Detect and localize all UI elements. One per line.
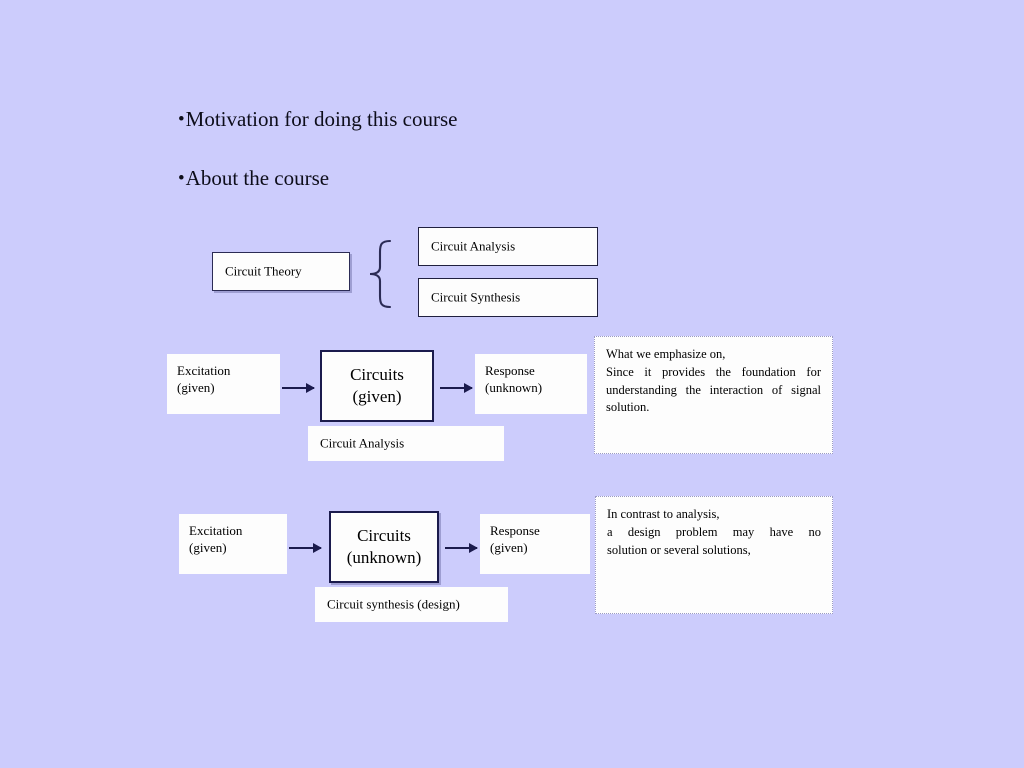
analysis-response-label: Response (unknown) <box>485 363 542 396</box>
circuit-theory-box: Circuit Theory <box>212 252 350 291</box>
analysis-circuits-box: Circuits (given) <box>320 350 434 422</box>
synthesis-note-line-3: solution or several solutions, <box>607 542 751 557</box>
circuit-theory-label: Circuit Theory <box>225 263 302 279</box>
synthesis-response-line2: (given) <box>490 539 528 555</box>
analysis-excitation-line1: Excitation <box>177 363 231 378</box>
bullet-label-motivation: Motivation for doing this course <box>185 107 458 131</box>
analysis-note-box: What we emphasize on, Since it provides … <box>594 336 833 454</box>
analysis-response-line2: (unknown) <box>485 379 543 395</box>
synthesis-note-line-2: a design problem may have no <box>607 524 821 539</box>
bullet-marker-icon: • <box>178 167 185 189</box>
analysis-excitation-box: Excitation (given) <box>167 354 280 414</box>
analysis-response-box: Response (unknown) <box>475 354 587 414</box>
synthesis-circuits-line2: (unknown) <box>346 548 422 567</box>
analysis-circuits-line1: Circuits <box>350 364 404 384</box>
synthesis-response-label: Response (given) <box>490 523 540 556</box>
analysis-arrow-input <box>282 387 314 389</box>
synthesis-circuits-box: Circuits (unknown) <box>329 511 439 583</box>
analysis-note-line-4: solution. <box>606 400 650 415</box>
analysis-response-line1: Response <box>485 363 535 378</box>
synthesis-arrow-input <box>289 547 321 549</box>
analysis-excitation-line2: (given) <box>177 379 215 395</box>
synthesis-note-box: In contrast to analysis, a design proble… <box>595 496 833 614</box>
synthesis-note-text: In contrast to analysis, a design proble… <box>607 506 821 559</box>
synthesis-circuits-line1: Circuits <box>357 525 411 545</box>
circuit-analysis-branch-label: Circuit Analysis <box>431 238 516 254</box>
bullet-marker-icon: • <box>178 108 185 130</box>
circuit-synthesis-branch-label: Circuit Synthesis <box>431 289 521 305</box>
synthesis-caption-label: Circuit synthesis (design) <box>327 596 460 612</box>
brace-connector-icon <box>366 238 394 310</box>
synthesis-excitation-line1: Excitation <box>189 523 243 538</box>
analysis-note-line-1: What we emphasize on, <box>606 347 726 361</box>
analysis-circuits-line2: (given) <box>352 387 402 406</box>
synthesis-caption-box: Circuit synthesis (design) <box>315 587 508 622</box>
circuit-synthesis-branch-box: Circuit Synthesis <box>418 278 598 317</box>
synthesis-excitation-line2: (given) <box>189 539 227 555</box>
analysis-circuits-label: Circuits (given) <box>322 364 432 408</box>
synthesis-circuits-label: Circuits (unknown) <box>331 525 437 569</box>
analysis-note-line-3: understanding the interaction of signal <box>606 382 821 397</box>
bullet-item-motivation: •Motivation for doing this course <box>178 107 458 131</box>
analysis-note-line-2: Since it provides the foundation for <box>606 364 821 379</box>
bullet-label-about: About the course <box>185 166 330 190</box>
synthesis-excitation-label: Excitation (given) <box>189 523 242 556</box>
bullet-item-about: •About the course <box>178 166 330 190</box>
synthesis-response-box: Response (given) <box>480 514 590 574</box>
synthesis-response-line1: Response <box>490 523 540 538</box>
circuit-analysis-branch-box: Circuit Analysis <box>418 227 598 266</box>
analysis-note-text: What we emphasize on, Since it provides … <box>606 346 821 417</box>
analysis-caption-label: Circuit Analysis <box>320 435 405 451</box>
analysis-caption-box: Circuit Analysis <box>308 426 504 461</box>
synthesis-note-line-1: In contrast to analysis, <box>607 507 720 521</box>
synthesis-excitation-box: Excitation (given) <box>179 514 287 574</box>
synthesis-arrow-output <box>445 547 477 549</box>
analysis-excitation-label: Excitation (given) <box>177 363 230 396</box>
analysis-arrow-output <box>440 387 472 389</box>
